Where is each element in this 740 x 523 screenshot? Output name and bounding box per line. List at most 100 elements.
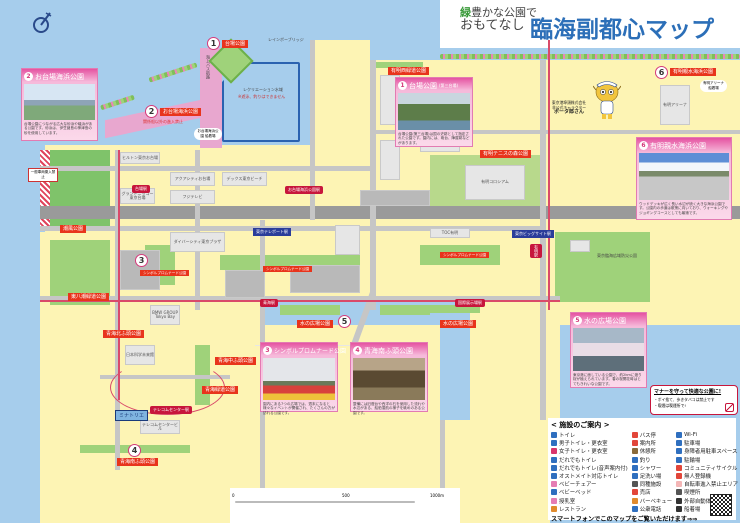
park-photo [24, 84, 95, 120]
card-description: 整備には旧燈台や西洋の石を使用した流れや水辺がある、船舶運航の様子を眺めのある公… [353, 402, 425, 415]
building-fujitv: フジテレビ [170, 190, 215, 204]
mizu-hiroba-strip [420, 305, 480, 313]
legend-label: コミュニティサイクル [684, 465, 738, 472]
legend-label: だれでもトイレ [559, 457, 597, 464]
map-label-aomi-minami[interactable]: 青海南ふ頭公園 [117, 458, 159, 466]
minatorie-label: ミナトリエ [115, 410, 149, 421]
park-photo [573, 328, 644, 371]
nursing-room-icon [551, 497, 557, 504]
legend-label: だれでもトイレ(音声案内付) [559, 465, 628, 472]
wifi-icon [676, 432, 683, 439]
map-label-odaiba-beach[interactable]: お台場海浜公園 [160, 108, 202, 116]
card-subtitle: (第三台場) [439, 82, 459, 88]
marine-route-label: 海上バス航路 [206, 55, 211, 79]
map-label-aomi-kita[interactable]: 青海北ふ頭公園 [103, 330, 145, 338]
legend-item: オストメイト対応トイレ [551, 472, 628, 480]
legend-item: 売店 [631, 488, 672, 496]
park-photo [639, 153, 729, 200]
legend-item: 公衆電話 [631, 505, 672, 513]
legend-label: 同種施設 [639, 482, 662, 489]
bicycle-parking-icon [676, 456, 683, 463]
legend-item: 船着場 [676, 505, 738, 513]
park-number-marker-2[interactable]: 2 [145, 105, 158, 118]
land-daiba-east [310, 40, 370, 150]
map-label-ariake-nishi[interactable]: 有明西緑道公園 [388, 67, 430, 75]
park-photo [353, 358, 425, 400]
station-odaiba-kaihinkoen: お台場海浜公園駅 [285, 186, 323, 194]
bbq-icon [631, 497, 638, 504]
map-label-aomi-naka[interactable]: 青海中ふ頭公園 [215, 357, 257, 365]
ferry-ariake-label: 有明アリーナ 船着場 [700, 80, 727, 92]
map-label-ariake-shinsui[interactable]: 有明親水海浜公園 [670, 68, 717, 76]
community-cycle-icon [676, 464, 683, 471]
manner-item: ・ポイ捨て、歩きタバコは禁止です [654, 397, 715, 402]
no-swim-note: ※遊泳、釣りはできません [238, 94, 286, 99]
card-number: 6 [639, 141, 648, 150]
legend-label: 男子トイレ・更衣室 [559, 441, 608, 448]
legend-item: 自転車進入禁止エリア [676, 480, 738, 488]
map-label-symbol-west[interactable]: シンボルプロムナード公園 [140, 270, 190, 277]
park-number-marker-1[interactable]: 1 [207, 37, 220, 50]
building-hilton: ヒルトン東京お台場 [120, 152, 160, 164]
legend-item: ベビーチェアー [551, 480, 628, 488]
legend-label: ベビーベッド [559, 490, 592, 497]
parking-icon [676, 440, 683, 447]
legend-label: 案内所 [639, 441, 656, 448]
legend-label: ベビーチェアー [559, 482, 597, 489]
road [40, 296, 560, 301]
park-number-marker-6[interactable]: 6 [655, 66, 668, 79]
map-label-higashi-yashio[interactable]: 東八潮緑道公園 [68, 293, 110, 301]
building-ariake-arena: 有明アリーナ [660, 85, 690, 125]
legend-label: 釣り [639, 457, 651, 464]
map-label-shiokaze[interactable]: 潮風公園 [60, 225, 87, 233]
map-label-mizu-hiroba-east[interactable]: 水の広場公園 [440, 320, 477, 328]
legend-label: トイレ [559, 433, 576, 440]
legend-item: 駐輪場 [676, 456, 738, 464]
toilet-icon [551, 432, 557, 439]
park-number-marker-5[interactable]: 5 [338, 315, 351, 328]
info-icon [631, 440, 638, 447]
flowerbed [440, 54, 740, 59]
building-miraikan: 日本科学未来館 [125, 345, 155, 365]
highway [40, 206, 740, 219]
road [540, 60, 546, 420]
station-tokyo-teleport: 東京テレポート駅 [253, 228, 291, 236]
accessible-toilet-icon [551, 456, 557, 463]
scale-tick-500: 500 [342, 493, 350, 498]
station-ariake: 有明駅 [530, 244, 542, 258]
legend-label: バーベキュー [639, 498, 673, 505]
map-label-daiba-park[interactable]: 台場公園 [222, 40, 249, 48]
manner-title: マナーを守って快適な公園に! [654, 389, 722, 395]
card-title: シンボルプロムナード公園 [274, 348, 347, 355]
map-label-symbol-center[interactable]: シンボルプロムナード公園 [263, 266, 313, 273]
flowerbed [100, 94, 135, 111]
building-divercity: ダイバーシティ東京プラザ [170, 232, 225, 252]
card-description: 東京港に面している公園で、約2kmに渡り桜が植えられています。春の桜開花時はとて… [573, 373, 642, 386]
legend-item: だれでもトイレ(音声案内付) [551, 464, 628, 472]
map-label-aomi-ryokudo[interactable]: 青海緑道公園 [202, 386, 239, 394]
accessible-toilet-voice-icon [551, 464, 557, 471]
legend-item: 喫煙所 [676, 488, 738, 496]
station-daiba: 台場駅 [132, 185, 150, 193]
qr-code-icon[interactable] [710, 494, 732, 516]
map-label-mizu-hiroba-west[interactable]: 水の広場公園 [297, 320, 334, 328]
map-label-ariake-tennis[interactable]: 有明テニスの森公園 [480, 150, 532, 158]
park-photo [398, 93, 470, 130]
public-phone-icon [631, 505, 638, 512]
park-number-marker-3[interactable]: 3 [135, 254, 148, 267]
legend-label: 公衆電話 [639, 506, 662, 513]
station-aomi: 青海駅 [260, 299, 278, 307]
legend-label: 喫煙所 [684, 490, 701, 497]
park-number-marker-4[interactable]: 4 [128, 444, 141, 457]
legend-item: バーベキュー [631, 497, 673, 505]
mizu-hiroba-strip [380, 305, 430, 315]
map-label-symbol-east[interactable]: シンボルプロムナード公園 [440, 252, 490, 259]
legend-item: 駐車場 [676, 439, 738, 447]
mascot-caption: 東京港埠頭株式会社 非公式キャラクター ポータ郎さん [551, 100, 587, 115]
